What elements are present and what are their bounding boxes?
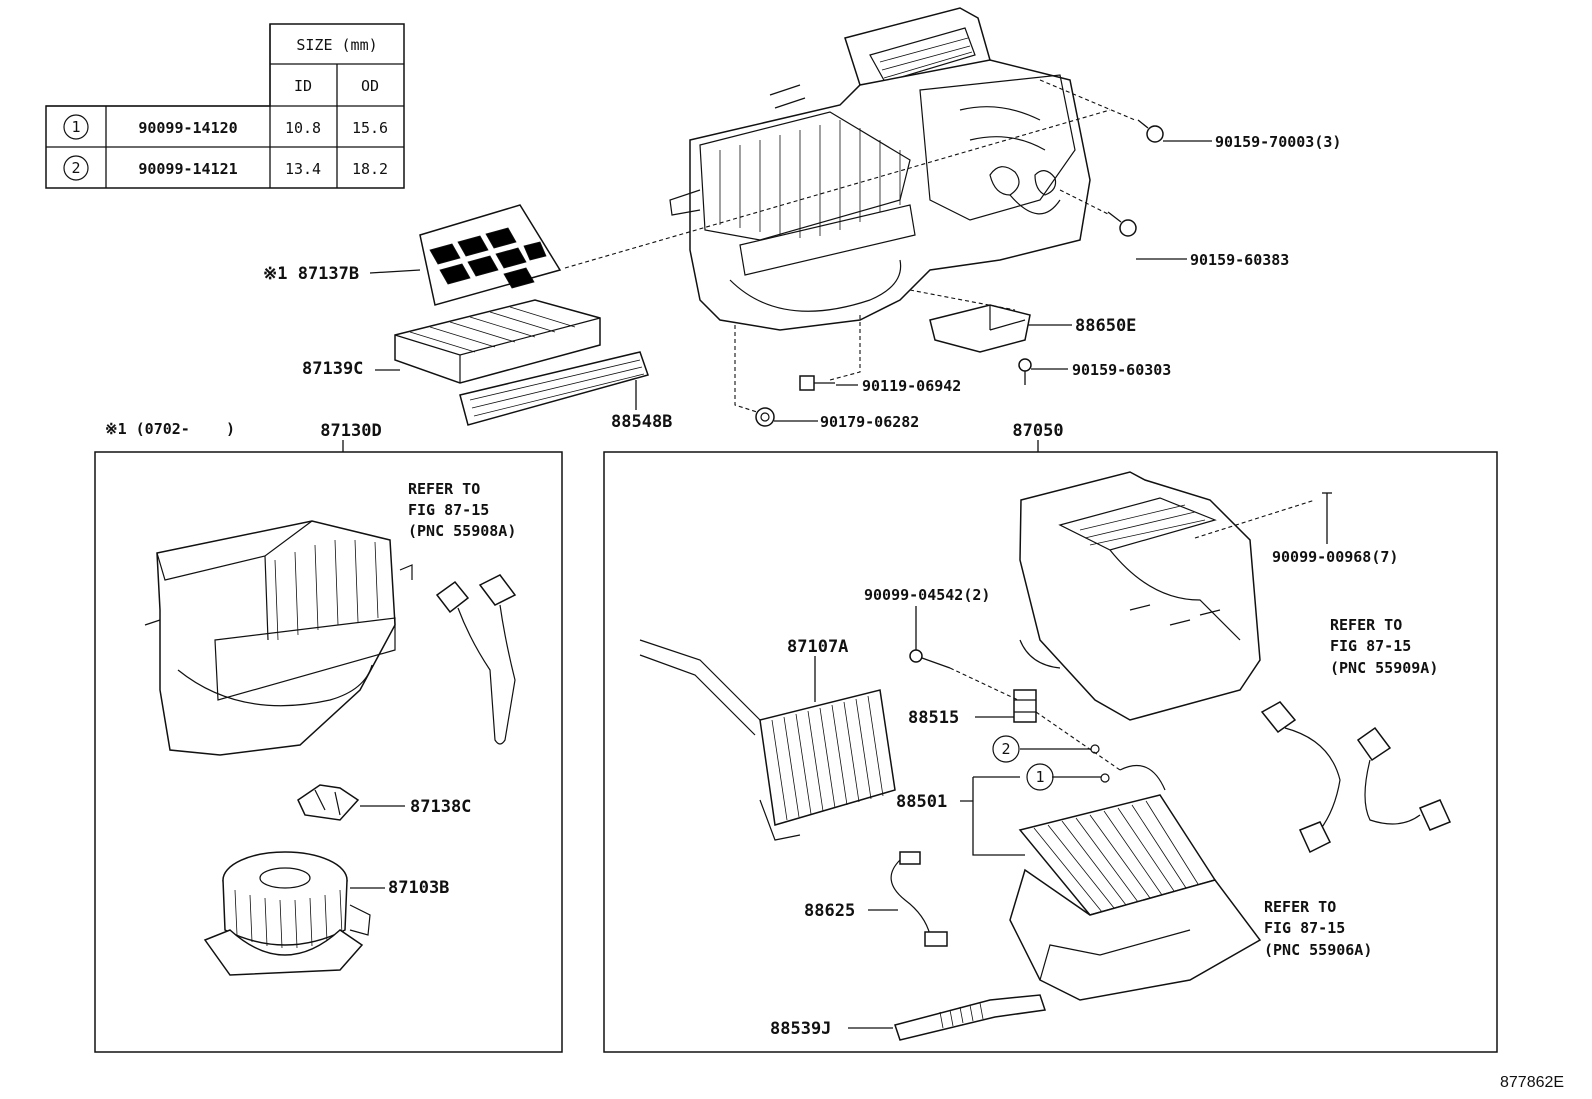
size-table-header: SIZE (mm) [296, 36, 377, 54]
blower-assembly-box [94, 440, 563, 1053]
screw-90159-60383-drawing [1107, 211, 1137, 237]
size-table-row1-id: 10.8 [285, 119, 321, 137]
note-1: ※1 (0702- ) [105, 420, 235, 438]
refer-a-line3: (PNC 55908A) [408, 522, 516, 540]
label-88515: 88515 [908, 708, 959, 728]
size-table-row2-id: 13.4 [285, 160, 321, 178]
label-87130D: 87130D [320, 421, 381, 441]
refer-b-line2: FIG 87-15 [1330, 637, 1411, 655]
size-table-col-id: ID [294, 77, 312, 95]
figure-number: 877862E [1500, 1074, 1564, 1091]
label-88501: 88501 [896, 792, 947, 812]
label-90099-04542: 90099-04542(2) [864, 586, 990, 604]
refer-a-line1: REFER TO [408, 480, 480, 498]
main-heater-unit-drawing [669, 7, 1091, 331]
filter-case-drawing [419, 204, 562, 306]
label-90179-06282: 90179-06282 [820, 413, 919, 431]
size-table-row1-part: 90099-14120 [138, 119, 237, 137]
size-table: SIZE (mm) ID OD 1 90099-14120 10.8 15.6 … [45, 23, 405, 189]
filter-cover-drawing [459, 351, 649, 426]
air-filter-drawing [394, 299, 601, 384]
screw-90159-60303-drawing [1018, 358, 1032, 385]
refer-b-line3: (PNC 55909A) [1330, 659, 1438, 677]
screw-90159-70003-drawing [1137, 119, 1164, 143]
label-90159-60303: 90159-60303 [1072, 361, 1171, 379]
size-table-row2-part: 90099-14121 [138, 160, 237, 178]
label-90159-60383: 90159-60383 [1190, 251, 1289, 269]
label-87137B: ※1 87137B [263, 264, 359, 284]
assembly-dashed-lines [564, 79, 1136, 413]
mark-2: 2 [1001, 740, 1010, 758]
size-table-col-od: OD [361, 77, 379, 95]
label-87138C: 87138C [410, 797, 471, 817]
label-88539J: 88539J [770, 1019, 831, 1039]
label-88548B: 88548B [611, 412, 672, 432]
refer-c-line3: (PNC 55906A) [1264, 941, 1372, 959]
label-88650E: 88650E [1075, 316, 1136, 336]
size-table-row2-mark: 2 [71, 159, 80, 177]
refer-b-line1: REFER TO [1330, 616, 1402, 634]
refer-c-line1: REFER TO [1264, 898, 1336, 916]
label-90119-06942: 90119-06942 [862, 377, 961, 395]
mark-1-circle [1026, 763, 1054, 791]
label-87139C: 87139C [302, 359, 363, 379]
refer-c-line2: FIG 87-15 [1264, 919, 1345, 937]
label-88625: 88625 [804, 901, 855, 921]
label-90159-70003: 90159-70003(3) [1215, 133, 1341, 151]
bolt-90119-06942-drawing [799, 375, 835, 391]
heater-assembly-box [603, 440, 1498, 1053]
size-table-row2-od: 18.2 [352, 160, 388, 178]
size-table-row1-od: 15.6 [352, 119, 388, 137]
leader-lines-top [369, 140, 1212, 422]
size-table-row1-mark: 1 [71, 118, 80, 136]
mark-1: 1 [1035, 768, 1044, 786]
mark-2-circle [992, 735, 1020, 763]
resistor-88650E-drawing [929, 304, 1031, 353]
label-90099-00968: 90099-00968(7) [1272, 548, 1398, 566]
label-87107A: 87107A [787, 637, 848, 657]
refer-a-line2: FIG 87-15 [408, 501, 489, 519]
nut-90179-06282-drawing [755, 407, 775, 427]
label-87050: 87050 [1012, 421, 1063, 441]
label-87103B: 87103B [388, 878, 449, 898]
leader-lines-right [814, 492, 1332, 1029]
